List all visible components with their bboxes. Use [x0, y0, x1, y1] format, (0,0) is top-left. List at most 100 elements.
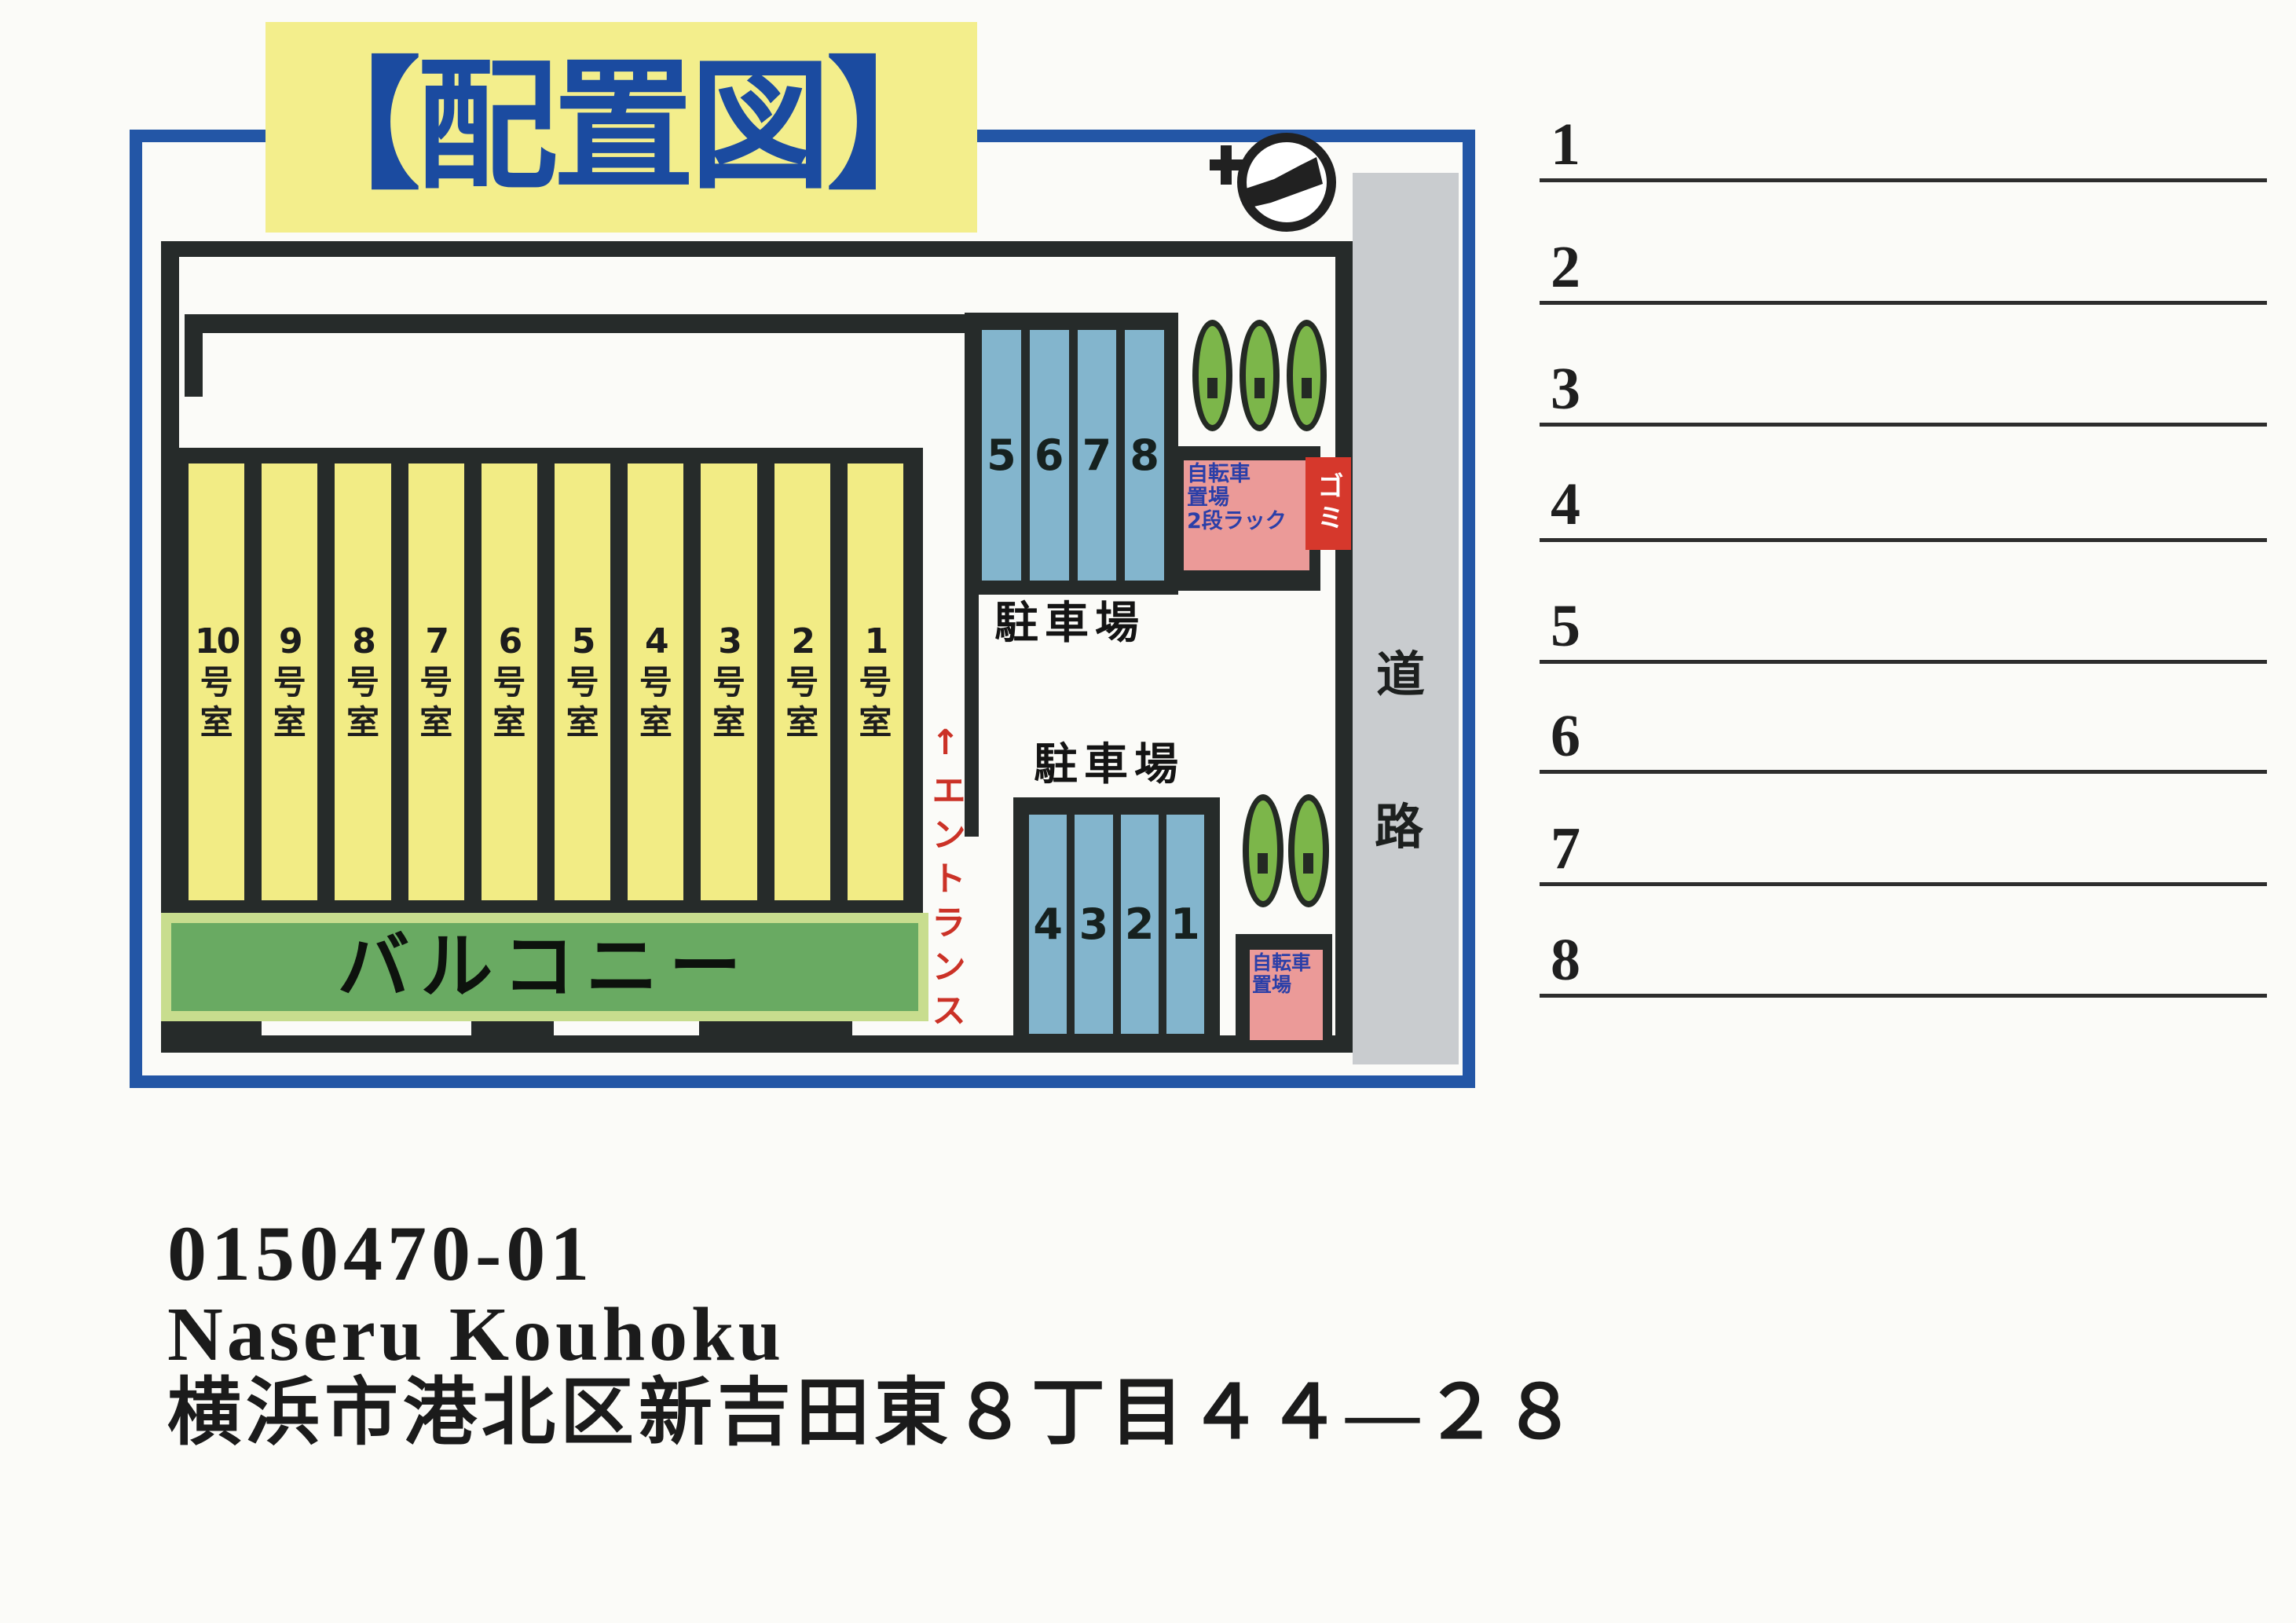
- tree-icon: [1192, 320, 1232, 431]
- title-banner: 【配置図】: [265, 22, 977, 233]
- unit-label-char: 室: [493, 703, 526, 742]
- parking-label-bottom: 駐車場: [1034, 739, 1185, 790]
- note-line: [1540, 660, 2267, 664]
- unit-label-char: 号: [419, 663, 453, 702]
- parking-stall-2: 2: [1120, 815, 1159, 1034]
- site-boundary-right: [1335, 241, 1353, 1053]
- unit-label-char: 号: [566, 663, 599, 702]
- parking-stall-number: 3: [1078, 899, 1109, 949]
- note-row-5: 5: [1540, 595, 2267, 664]
- balcony-wall-tick: [166, 1021, 262, 1035]
- unit-label-char: 室: [859, 703, 892, 742]
- parking-stall-4: 4: [1029, 815, 1067, 1034]
- note-number: 2: [1551, 234, 1580, 300]
- note-line: [1540, 770, 2267, 774]
- note-line: [1540, 178, 2267, 182]
- note-number: 3: [1551, 356, 1580, 422]
- unit-number: 3: [718, 621, 742, 661]
- unit-label-char: 室: [785, 703, 819, 742]
- note-row-6: 6: [1540, 705, 2267, 774]
- unit-label-char: 室: [200, 703, 233, 742]
- parking-stall-number: 1: [1170, 899, 1200, 949]
- trash-area-label: ゴミ: [1305, 457, 1351, 550]
- unit-label-char: 号: [859, 663, 892, 702]
- road-area: [1353, 173, 1459, 1064]
- parking-label-top: 駐車場: [994, 598, 1145, 649]
- note-row-8: 8: [1540, 929, 2267, 998]
- parking-stall-7: 7: [1077, 330, 1117, 581]
- note-row-1: 1: [1540, 113, 2267, 182]
- note-line: [1540, 882, 2267, 886]
- unit-number: 2: [791, 621, 815, 661]
- note-row-4: 4: [1540, 473, 2267, 542]
- bicycle-rack-bottom: 自転車置場: [1236, 934, 1332, 1053]
- property-address: 横浜市港北区新吉田東８丁目４４―２８: [167, 1372, 1582, 1454]
- parking-stall-number: 5: [987, 430, 1016, 480]
- parking-stall-3: 3: [1075, 815, 1113, 1034]
- parking-stall-8: 8: [1125, 330, 1164, 581]
- bike-text-line: 置場: [1252, 973, 1292, 996]
- parking-stall-number: 7: [1082, 430, 1112, 480]
- balcony-strip: バルコニー: [161, 913, 928, 1021]
- trees-top-group: [1192, 320, 1327, 431]
- note-number: 8: [1551, 927, 1580, 993]
- note-number: 1: [1551, 112, 1580, 178]
- bike-text-line: 自転車: [1187, 462, 1251, 486]
- unit-label-char: 号: [712, 663, 746, 702]
- note-number: 7: [1551, 815, 1580, 881]
- balcony-wall-tick: [699, 1021, 852, 1035]
- compass-cross-icon: [1221, 145, 1232, 185]
- building-wall-left-stub: [185, 314, 203, 397]
- note-line: [1540, 538, 2267, 542]
- unit-label-char: 室: [346, 703, 380, 742]
- note-number: 5: [1551, 593, 1580, 659]
- parking-stall-5: 5: [982, 330, 1021, 581]
- note-number: 4: [1551, 471, 1580, 537]
- note-row-3: 3: [1540, 357, 2267, 427]
- note-line: [1540, 423, 2267, 427]
- property-code: 0150470-01: [167, 1210, 595, 1297]
- page-title: 【配置図】: [279, 45, 968, 209]
- entrance-label: ↑エントランス: [925, 723, 965, 1036]
- parking-stall-6: 6: [1029, 330, 1069, 581]
- building-wall-top: [185, 314, 979, 333]
- unit-label-char: 室: [639, 703, 672, 742]
- north-arrow-icon: [1237, 133, 1336, 232]
- trees-bottom-group: [1243, 794, 1329, 907]
- tree-icon: [1243, 794, 1283, 907]
- bike-text-line: 2段ラック: [1187, 509, 1287, 534]
- bicycle-rack-bottom-text: 自転車置場: [1250, 950, 1323, 1040]
- unit-label-char: 室: [712, 703, 746, 742]
- unit-label-char: 室: [566, 703, 599, 742]
- unit-label-char: 号: [785, 663, 819, 702]
- bike-text-line: 自転車: [1252, 951, 1312, 974]
- tree-icon: [1240, 320, 1280, 431]
- unit-number: 4: [645, 621, 669, 661]
- unit-label-char: 室: [419, 703, 453, 742]
- parking-stall-number: 4: [1033, 899, 1063, 949]
- parking-stall-number: 2: [1124, 899, 1155, 949]
- parking-stall-number: 8: [1130, 430, 1159, 480]
- unit-number: 6: [498, 621, 523, 661]
- unit-label-char: 室: [273, 703, 306, 742]
- unit-label-char: 号: [273, 663, 306, 702]
- note-line: [1540, 994, 2267, 998]
- unit-number: 7: [425, 621, 449, 661]
- property-name: Naseru Kouhoku: [167, 1292, 785, 1377]
- notes-panel: 1 2 3 4 5 6 7 8: [1540, 0, 2267, 1100]
- parking-stall-1: 1: [1166, 815, 1204, 1034]
- balcony-wall-tick: [471, 1021, 554, 1035]
- unit-number: 5: [571, 621, 596, 661]
